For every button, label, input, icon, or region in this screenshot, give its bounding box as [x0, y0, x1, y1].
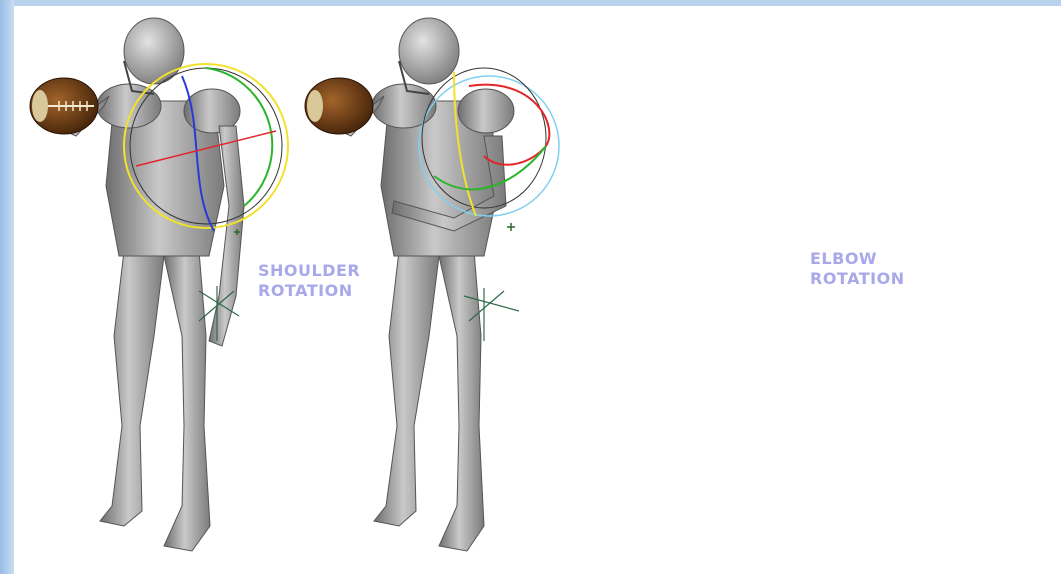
shoulder-label-line1: SHOULDER	[258, 261, 360, 281]
player-figure-1	[30, 18, 288, 551]
shoulder-label-line2: ROTATION	[258, 281, 360, 301]
shoulder-rotation-label: SHOULDER ROTATION	[258, 261, 360, 301]
football-player-rigging-illustration	[14, 6, 1061, 574]
frame-left-border	[0, 0, 14, 574]
football-1	[30, 78, 98, 134]
figure-canvas: SHOULDER ROTATION ELBOW ROTATION	[14, 6, 1061, 574]
elbow-rotation-label: ELBOW ROTATION	[810, 249, 905, 289]
football-2	[305, 78, 373, 134]
elbow-label-line1: ELBOW	[810, 249, 905, 269]
elbow-label-line2: ROTATION	[810, 269, 905, 289]
